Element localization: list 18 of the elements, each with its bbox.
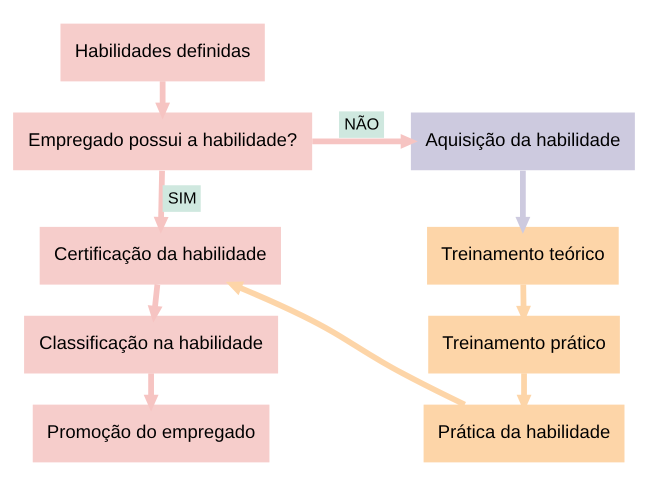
arrow (144, 373, 159, 412)
arrow (515, 170, 530, 234)
node-box: Prática da habilidade (424, 404, 624, 462)
node-box: Classificação na habilidade (24, 315, 278, 373)
node-box: Certificação da habilidade (40, 226, 281, 284)
arrow (148, 284, 163, 322)
edge-label: SIM (168, 188, 197, 207)
node-box: Habilidades definidas (60, 23, 265, 81)
node-box: Empregado possui a habilidade? (13, 112, 312, 170)
arrow (312, 133, 418, 148)
edge-label: NÃO (344, 115, 380, 133)
node-box: Treinamento teórico (427, 226, 619, 284)
arrow (154, 170, 169, 234)
arrow (155, 81, 170, 120)
node-box: Promoção do empregado (32, 404, 270, 462)
node-box: Aquisição da habilidade (410, 112, 635, 170)
arrow (226, 280, 466, 407)
node-box: Treinamento prático (428, 315, 620, 373)
